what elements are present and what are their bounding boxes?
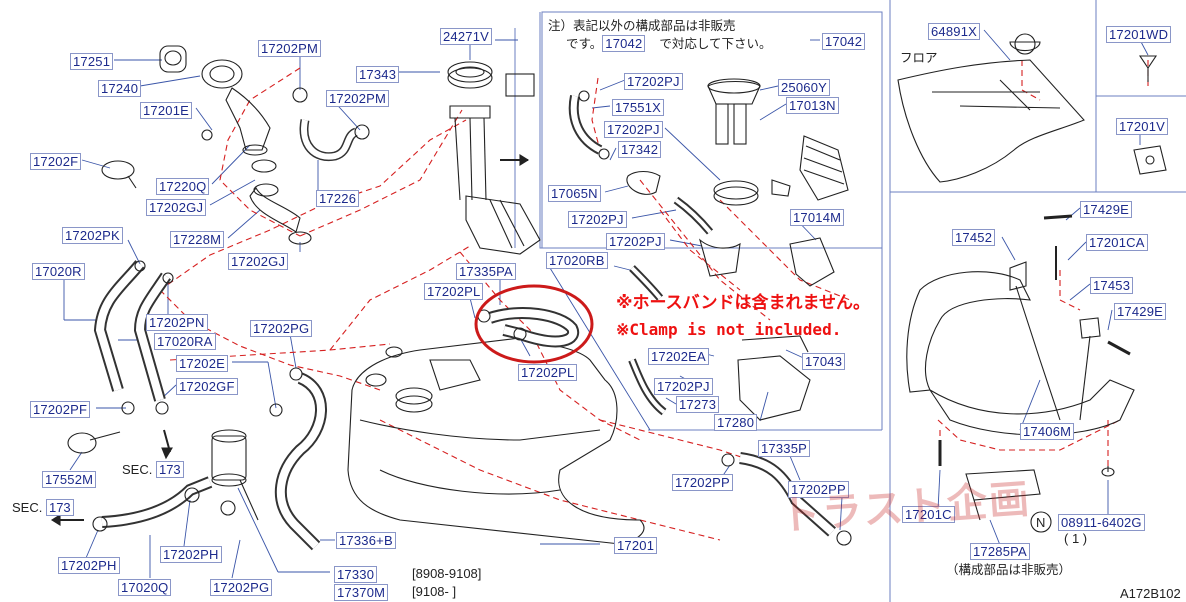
part-17201CA[interactable]: 17201CA <box>1086 234 1148 251</box>
part-17201V[interactable]: 17201V <box>1116 118 1169 135</box>
notice-en: ※Clamp is not included. <box>616 320 842 339</box>
part-17202PN[interactable]: 17202PN <box>146 314 208 331</box>
sec-text: SEC. <box>12 500 43 515</box>
sec-ref-label-upper: SEC. 173 <box>122 461 184 478</box>
part-17202PJ-c[interactable]: 17202PJ <box>568 211 627 228</box>
date-range-b: [9108- ] <box>412 584 457 599</box>
highlight-circle <box>474 284 594 364</box>
part-17202PH-left[interactable]: 17202PH <box>58 557 120 574</box>
part-17453[interactable]: 17453 <box>1090 277 1134 294</box>
part-17020RB[interactable]: 17020RB <box>546 252 608 269</box>
sec-173-link-lower[interactable]: 173 <box>45 499 74 516</box>
part-17343[interactable]: 17343 <box>356 66 400 83</box>
part-17336B[interactable]: 17336+B <box>336 532 396 549</box>
part-64891X[interactable]: 64891X <box>928 23 981 40</box>
part-24271V[interactable]: 24271V <box>440 28 493 45</box>
not-sold-note: （構成部品は非販売） <box>946 562 1072 577</box>
part-17251[interactable]: 17251 <box>70 53 114 70</box>
part-17013N[interactable]: 17013N <box>786 97 839 114</box>
part-17042-in-note[interactable]: 17042 <box>602 35 646 52</box>
part-17020R[interactable]: 17020R <box>32 263 85 280</box>
part-17285PA[interactable]: 17285PA <box>970 543 1030 560</box>
part-17406M[interactable]: 17406M <box>1020 423 1075 440</box>
part-17202PP-right[interactable]: 17202PP <box>788 481 849 498</box>
part-17370M[interactable]: 17370M <box>334 584 389 601</box>
circle-n-marker: N <box>1036 515 1046 530</box>
part-17042[interactable]: 17042 <box>822 33 866 50</box>
part-17202GJ-top[interactable]: 17202GJ <box>146 199 207 216</box>
part-25060Y[interactable]: 25060Y <box>778 79 831 96</box>
part-17335P[interactable]: 17335P <box>758 440 811 457</box>
part-17202PJ-b[interactable]: 17202PJ <box>604 121 663 138</box>
part-17226[interactable]: 17226 <box>316 190 360 207</box>
part-17202PL-low[interactable]: 17202PL <box>518 364 578 381</box>
part-17335PA[interactable]: 17335PA <box>456 263 516 280</box>
part-17202PG-lower[interactable]: 17202PG <box>210 579 273 596</box>
part-17202EA[interactable]: 17202EA <box>648 348 709 365</box>
part-17020RA[interactable]: 17020RA <box>154 333 216 350</box>
part-17202GJ-low[interactable]: 17202GJ <box>228 253 289 270</box>
part-17228M[interactable]: 17228M <box>170 231 225 248</box>
notice-jp: ※ホースバンドは含まれません。 <box>616 293 871 313</box>
part-17020Q[interactable]: 17020Q <box>118 579 172 596</box>
part-17202PH-mid[interactable]: 17202PH <box>160 546 222 563</box>
part-17240[interactable]: 17240 <box>98 80 142 97</box>
part-17014M[interactable]: 17014M <box>790 209 845 226</box>
part-17202PG-upper[interactable]: 17202PG <box>250 320 313 337</box>
part-17202PM-top[interactable]: 17202PM <box>258 40 322 57</box>
note-post: で対応して下さい。 <box>659 36 772 51</box>
part-17202PF[interactable]: 17202PF <box>30 401 91 418</box>
part-17551X[interactable]: 17551X <box>612 99 665 116</box>
part-17201E[interactable]: 17201E <box>140 102 193 119</box>
part-17429E-top[interactable]: 17429E <box>1080 201 1133 218</box>
part-17202GF[interactable]: 17202GF <box>176 378 238 395</box>
part-17280[interactable]: 17280 <box>714 414 758 431</box>
part-17202PJ-e[interactable]: 17202PJ <box>654 378 713 395</box>
part-17202F[interactable]: 17202F <box>30 153 82 170</box>
part-17202PJ-a[interactable]: 17202PJ <box>624 73 683 90</box>
part-17202PP-left[interactable]: 17202PP <box>672 474 733 491</box>
quantity-label: ( 1 ) <box>1064 531 1088 546</box>
sec-ref-label-lower: SEC. 173 <box>12 499 74 516</box>
floor-label: フロア <box>900 50 938 65</box>
part-17065N[interactable]: 17065N <box>548 185 601 202</box>
part-08911-6402G[interactable]: 08911-6402G <box>1058 514 1145 531</box>
date-range-a: [8908-9108] <box>412 566 482 581</box>
part-17043[interactable]: 17043 <box>802 353 846 370</box>
diagram-code: A172B102 <box>1120 586 1181 601</box>
part-17342[interactable]: 17342 <box>618 141 662 158</box>
part-17220Q[interactable]: 17220Q <box>156 178 210 195</box>
part-17201[interactable]: 17201 <box>614 537 658 554</box>
inset-note-line2: です。17042 で対応して下さい。 <box>566 35 772 52</box>
part-17201WD[interactable]: 17201WD <box>1106 26 1172 43</box>
part-17202PL-top[interactable]: 17202PL <box>424 283 484 300</box>
part-17202E[interactable]: 17202E <box>176 355 229 372</box>
part-17330[interactable]: 17330 <box>334 566 378 583</box>
part-17452[interactable]: 17452 <box>952 229 996 246</box>
sec-text: SEC. <box>122 462 153 477</box>
sec-173-link-upper[interactable]: 173 <box>155 461 184 478</box>
note-pre: です。 <box>566 36 603 51</box>
part-17201C[interactable]: 17201C <box>902 506 955 523</box>
part-17273[interactable]: 17273 <box>676 396 720 413</box>
part-17429E-low[interactable]: 17429E <box>1114 303 1167 320</box>
panel-frames <box>514 0 1186 602</box>
component-drawings <box>50 33 1167 551</box>
part-17202PM-mid[interactable]: 17202PM <box>326 90 390 107</box>
part-17552M[interactable]: 17552M <box>42 471 97 488</box>
part-17202PJ-d[interactable]: 17202PJ <box>606 233 665 250</box>
part-17202PK[interactable]: 17202PK <box>62 227 123 244</box>
inset-note-line1: 注）表記以外の構成部品は非販売 <box>548 18 736 33</box>
